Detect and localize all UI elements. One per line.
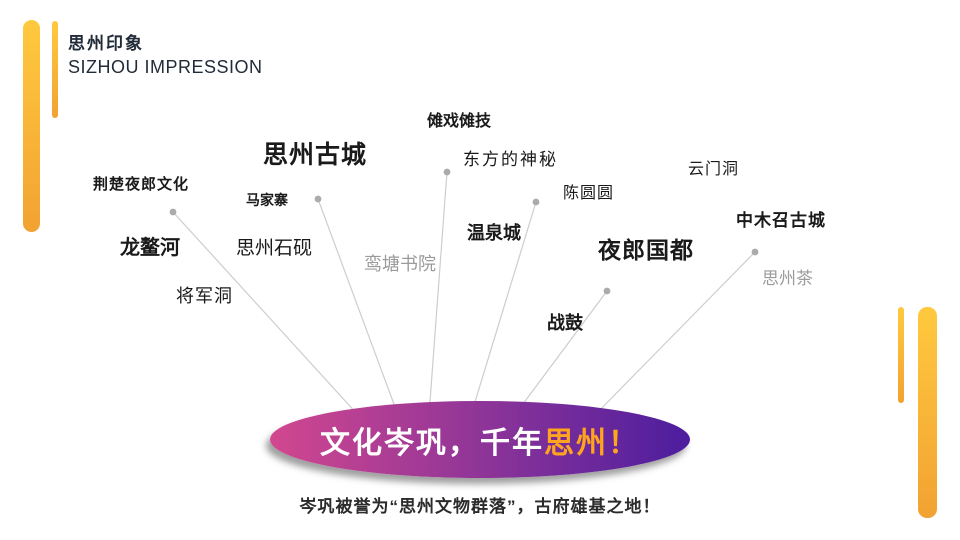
accent-bar-right-thin [898,307,904,403]
connector-line [589,251,756,421]
connector-dot [443,168,451,176]
accent-bar-right-wide [918,307,937,518]
connector-dot [169,208,177,216]
label-jingchu-yelang-wenhua: 荆楚夜郎文化 [93,176,190,193]
slide-title-cn: 思州印象 [68,34,144,53]
label-luantang-shuyuan: 鸾塘书院 [364,254,436,274]
label-wenquancheng: 温泉城 [467,223,521,243]
connector-line [428,171,448,416]
label-nuoxi-nuoji: 傩戏傩技 [427,113,492,130]
center-slogan-main: 文化岑巩，千年 [320,426,544,460]
slide-title-en: SIZHOU IMPRESSION [68,57,263,77]
label-jiangjun-dong: 将军洞 [176,286,233,306]
center-ellipse: 文化岑巩，千年思州！ [270,401,690,478]
label-dongfang-shenmi: 东方的神秘 [463,150,558,169]
connector-dot [532,198,540,206]
label-zhongmuzhao-gucheng: 中木召古城 [736,211,826,230]
label-sizhou-shiyan: 思州石砚 [236,238,313,259]
connector-dot [751,248,759,256]
title-block: 思州印象 SIZHOU IMPRESSION [68,32,263,79]
connector-line [172,211,359,416]
label-majiazhai: 马家寨 [246,192,288,208]
label-chen-yuanyuan: 陈圆圆 [563,185,615,202]
center-slogan: 文化岑巩，千年思州！ [320,418,640,462]
connector-line [317,198,399,416]
center-slogan-accent: 思州 [544,426,608,460]
connector-dot [603,287,611,295]
connector-line [470,201,537,416]
label-sizhou-cha: 思州茶 [762,269,813,288]
label-sizhou-gucheng: 思州古城 [263,141,368,169]
label-zhangu: 战鼓 [547,313,583,333]
label-yelang-guodu: 夜郎国都 [598,237,694,263]
connector-line [516,290,608,413]
accent-bar-left-wide [23,20,40,232]
slide-subtitle: 岑巩被誉为“思州文物群落”，古府雄基之地！ [299,497,661,516]
center-slogan-exclaim: ！ [608,426,640,460]
label-yunmendong: 云门洞 [688,161,740,178]
accent-bar-left-thin [52,21,58,118]
label-long-ao-he: 龙鳌河 [120,237,180,259]
connector-dot [314,195,322,203]
